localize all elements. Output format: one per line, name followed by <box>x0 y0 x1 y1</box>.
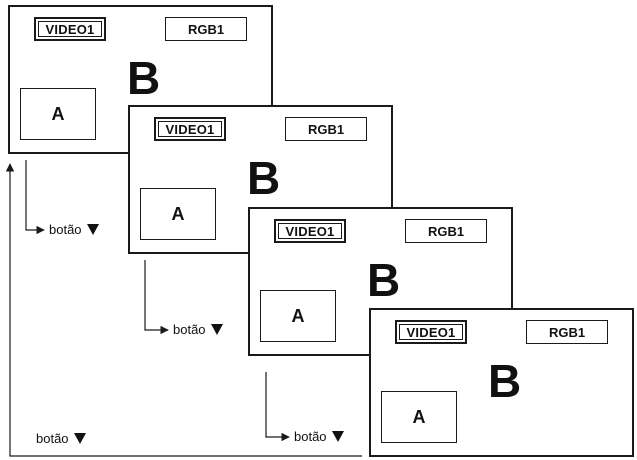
screen-4: VIDEO1 RGB1 B A <box>369 308 634 457</box>
down-triangle-icon <box>86 224 99 235</box>
video1-label: VIDEO1 <box>399 324 463 340</box>
down-triangle-icon <box>210 324 223 335</box>
button-word: botão <box>294 429 327 444</box>
video1-label-box: VIDEO1 <box>154 117 226 141</box>
main-picture-label: B <box>127 52 161 104</box>
video1-label-box: VIDEO1 <box>274 219 346 243</box>
down-triangle-icon <box>73 433 86 444</box>
inset-picture-label: A <box>381 391 457 443</box>
inset-picture-label: A <box>260 290 336 342</box>
button-word: botão <box>173 322 206 337</box>
inset-picture-label: A <box>140 188 216 240</box>
connector-step-2 <box>144 260 169 335</box>
connector-step-1 <box>25 160 45 235</box>
rgb1-label: RGB1 <box>526 320 608 344</box>
rgb1-label: RGB1 <box>165 17 247 41</box>
rgb1-label: RGB1 <box>285 117 367 141</box>
connector-step-3 <box>265 372 290 442</box>
inset-picture-label: A <box>20 88 96 140</box>
step-label-1: botão <box>49 222 99 238</box>
rgb1-label: RGB1 <box>405 219 487 243</box>
video1-label: VIDEO1 <box>158 121 222 137</box>
main-picture-label: B <box>367 254 401 306</box>
main-picture-label: B <box>488 355 522 407</box>
button-word: botão <box>36 431 69 446</box>
screen-1: VIDEO1 RGB1 B A <box>8 5 273 154</box>
video1-label: VIDEO1 <box>278 223 342 239</box>
down-triangle-icon <box>331 431 344 442</box>
step-label-4: botão <box>36 431 86 447</box>
main-picture-label: B <box>247 152 281 204</box>
video1-label-box: VIDEO1 <box>395 320 467 344</box>
video1-label: VIDEO1 <box>38 21 102 37</box>
video1-label-box: VIDEO1 <box>34 17 106 41</box>
step-label-3: botão <box>294 429 344 445</box>
step-label-2: botão <box>173 322 223 338</box>
button-word: botão <box>49 222 82 237</box>
